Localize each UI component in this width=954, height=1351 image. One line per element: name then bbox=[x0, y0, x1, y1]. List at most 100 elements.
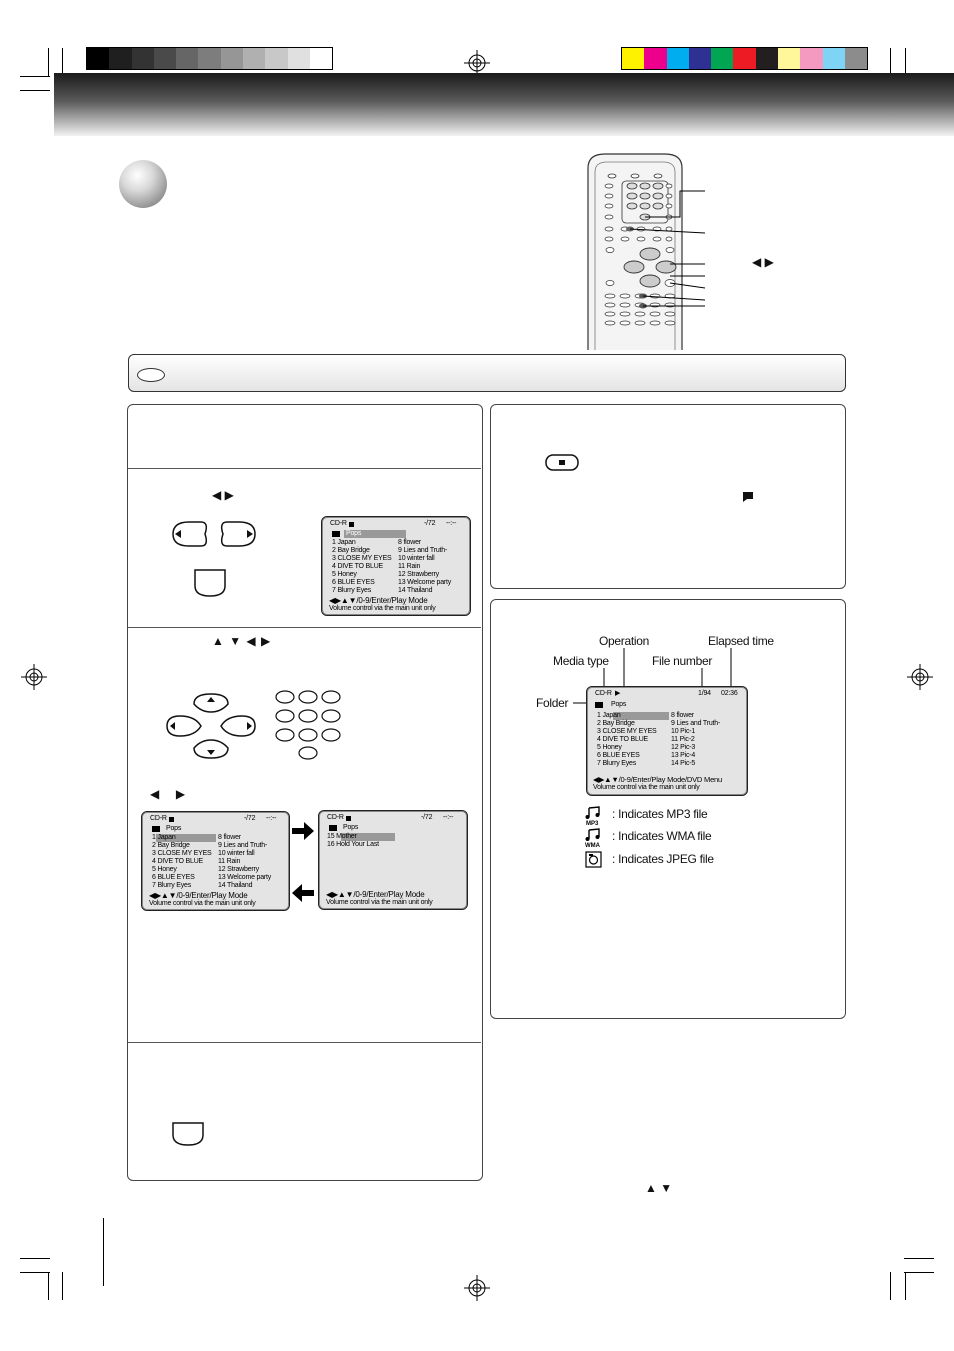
osd-list-item: 6 BLUE EYES bbox=[332, 579, 375, 586]
osd-list-item: 2 Bay Bridge bbox=[332, 547, 370, 554]
step2-arrow-glyphs: ◀ ▶ bbox=[212, 488, 234, 502]
calibration-swatch bbox=[622, 48, 645, 69]
osd-list-item: 13 Welcome party bbox=[218, 874, 272, 881]
osd-folder-name: Pops bbox=[166, 825, 182, 832]
svg-text:WMA: WMA bbox=[585, 843, 601, 848]
play-icon: ▶ bbox=[615, 690, 621, 697]
osd-selection-highlight bbox=[156, 834, 216, 842]
osd-elapsed-time: 02:36 bbox=[721, 690, 738, 697]
calibration-swatch bbox=[644, 48, 667, 69]
osd-nav-line: ◀▶▲▼/0-9/Enter/Play Mode bbox=[329, 596, 428, 605]
transition-arrows bbox=[292, 822, 314, 902]
osd-list-item: 1 Japan bbox=[332, 539, 356, 546]
osd-volume-line: Volume control via the main unit only bbox=[593, 784, 700, 791]
folder-icon bbox=[329, 825, 337, 831]
wma-file-icon: WMA bbox=[585, 828, 601, 848]
osd-media: CD-R bbox=[327, 814, 344, 821]
osd-list-item: 5 Honey bbox=[152, 866, 177, 873]
resume-marker-icon bbox=[743, 492, 753, 502]
osd-list-item: 11 Rain bbox=[398, 563, 421, 570]
legend-jpeg: : Indicates JPEG file bbox=[612, 852, 714, 866]
osd-volume-line: Volume control via the main unit only bbox=[149, 900, 256, 907]
section-bullet-icon bbox=[119, 160, 167, 208]
calibration-swatch bbox=[109, 48, 132, 69]
osd-volume-line: Volume control via the main unit only bbox=[329, 605, 436, 612]
disc-type-oval bbox=[137, 368, 165, 382]
calibration-swatch bbox=[287, 48, 310, 69]
osd-volume-line: Volume control via the main unit only bbox=[326, 899, 433, 906]
svg-text:MP3: MP3 bbox=[586, 821, 599, 826]
osd-nav-line: ◀▶▲▼/0-9/Enter/Play Mode/DVD Menu bbox=[593, 775, 722, 784]
osd-list-item: 14 Thailand bbox=[398, 587, 433, 594]
calibration-swatch bbox=[755, 48, 779, 69]
osd-list-item: 12 Strawberry bbox=[218, 866, 259, 873]
label-elapsed-time: Elapsed time bbox=[708, 634, 774, 648]
osd-list-item: 5 Honey bbox=[332, 571, 357, 578]
stop-icon bbox=[559, 460, 565, 465]
osd-media: CD-R bbox=[150, 815, 167, 822]
osd-folder-name: Pops bbox=[343, 824, 359, 831]
osd-time: --:-- bbox=[266, 815, 277, 822]
osd-folder-name: Pops bbox=[344, 530, 406, 538]
osd-list-item: 12 Pic-3 bbox=[671, 744, 696, 751]
footer-arrow-glyphs: ▲ ▼ bbox=[645, 1181, 673, 1195]
calibration-swatch bbox=[87, 48, 110, 69]
osd-list-item: 16 Hold Your Last bbox=[327, 841, 379, 848]
step-divider bbox=[128, 1042, 481, 1043]
folder-icon bbox=[332, 531, 340, 537]
osd-list-item: 10 winter fall bbox=[218, 850, 255, 857]
osd-list-item: 5 Honey bbox=[597, 744, 622, 751]
osd-list-item: 8 flower bbox=[671, 712, 694, 719]
left-arrow-icon bbox=[292, 884, 314, 902]
stop-icon bbox=[169, 817, 174, 822]
folder-icon bbox=[595, 702, 603, 708]
osd-list-item: 2 Bay Bridge bbox=[597, 720, 635, 727]
right-display-panel bbox=[490, 599, 846, 1019]
label-media-type: Media type bbox=[553, 654, 609, 668]
osd-list-item: 15 Mother bbox=[327, 833, 357, 840]
osd-list-item: 6 BLUE EYES bbox=[597, 752, 640, 759]
osd-list-item: 14 Pic-5 bbox=[671, 760, 696, 767]
osd-list-item: 1 Japan bbox=[152, 834, 176, 841]
calibration-swatch bbox=[176, 48, 199, 69]
osd-list-item: 8 flower bbox=[218, 834, 241, 841]
stop-icon bbox=[349, 522, 354, 527]
navigation-and-number-buttons-illustration bbox=[166, 690, 341, 760]
stop-icon bbox=[346, 816, 351, 821]
osd-list-item: 4 DIVE TO BLUE bbox=[152, 858, 204, 865]
osd-list-item: 13 Pic-4 bbox=[671, 752, 696, 759]
right-stop-panel bbox=[490, 404, 846, 589]
osd-nav-line: ◀▶▲▼/0-9/Enter/Play Mode bbox=[149, 891, 248, 900]
calibration-swatch bbox=[243, 48, 266, 69]
calibration-swatch bbox=[844, 48, 868, 69]
osd-folder-name: Pops bbox=[611, 701, 627, 708]
osd-time: --:-- bbox=[446, 520, 457, 527]
osd-list-item: 7 Blurry Eyes bbox=[152, 882, 192, 889]
calibration-swatch bbox=[265, 48, 288, 69]
label-folder: Folder bbox=[536, 696, 569, 710]
osd-list-item: 7 Blurry Eyes bbox=[332, 587, 372, 594]
osd-list-item: 4 DIVE TO BLUE bbox=[332, 563, 384, 570]
osd-list-item: 10 Pic-1 bbox=[671, 728, 696, 735]
calibration-swatch bbox=[778, 48, 801, 69]
osd-list-item: 9 Lies and Truth- bbox=[218, 842, 268, 849]
osd-list-item: 9 Lies and Truth- bbox=[398, 547, 448, 554]
osd-list-item: 3 CLOSE MY EYES bbox=[152, 850, 212, 857]
osd-list-item: 11 Rain bbox=[218, 858, 241, 865]
osd-file-number: 1/94 bbox=[698, 690, 711, 697]
label-operation: Operation bbox=[599, 634, 649, 648]
header-band bbox=[54, 73, 954, 136]
step3-arrow-glyphs: ▲ ▼ ◀ ▶ bbox=[212, 634, 272, 648]
osd-counter: -/72 bbox=[421, 814, 433, 821]
gray-calibration-bar bbox=[86, 47, 334, 70]
osd-nav-line: ◀▶▲▼/0-9/Enter/Play Mode bbox=[326, 890, 425, 899]
left-right-buttons-illustration bbox=[172, 521, 256, 597]
osd-list-item: 7 Blurry Eyes bbox=[597, 760, 637, 767]
osd-list-item: 10 winter fall bbox=[398, 555, 435, 562]
color-calibration-bar bbox=[621, 47, 869, 70]
section-banner bbox=[128, 354, 846, 392]
calibration-swatch bbox=[733, 48, 756, 69]
